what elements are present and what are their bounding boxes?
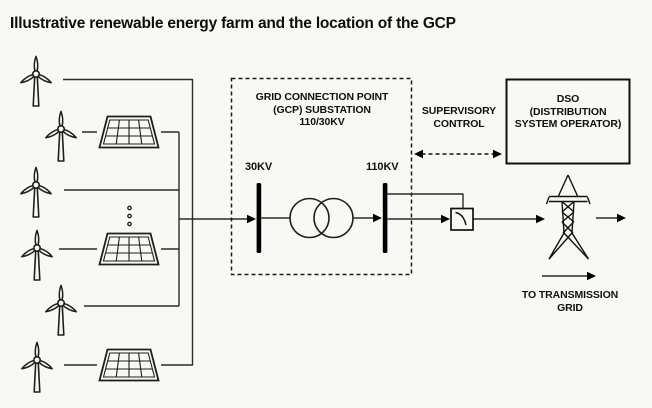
to-grid-label-line: GRID <box>557 301 583 314</box>
wind-turbine-icon <box>19 55 53 107</box>
supervisory-control-label: SUPERVISORY CONTROL <box>412 105 506 130</box>
to-transmission-grid-label: TO TRANSMISSION GRID <box>515 289 625 314</box>
supervisory-label-line: SUPERVISORY <box>421 105 497 117</box>
flow-arrow-icon <box>247 149 626 281</box>
wind-turbine-icon <box>19 166 53 218</box>
gcp-label-line: 110/30KV <box>299 116 345 128</box>
solar-panel-icon <box>98 232 160 266</box>
wind-turbine-icon <box>44 284 78 336</box>
dso-label-line: (DISTRIBUTION <box>529 105 607 118</box>
to-grid-label-line: TO TRANSMISSION <box>521 289 619 301</box>
busbar-30kv <box>256 183 262 253</box>
busbar-110kv <box>382 183 388 253</box>
solar-panel-icon <box>98 115 160 149</box>
gcp-substation-box <box>230 77 413 276</box>
dso-box <box>505 78 631 165</box>
wind-turbine-icon <box>20 341 54 393</box>
gcp-substation-label: GRID CONNECTION POINT (GCP) SUBSTATION 1… <box>232 91 412 129</box>
wind-turbine-icon <box>44 110 78 162</box>
supervisory-label-line: CONTROL <box>433 117 485 130</box>
dso-label-line: DSO <box>556 93 580 105</box>
breaker-icon <box>450 207 474 231</box>
transmission-tower-icon <box>545 174 591 260</box>
transformer-icon <box>289 197 354 239</box>
gcp-label-line: GRID CONNECTION POINT <box>255 91 389 103</box>
busbar-110kv-label: 110KV <box>366 161 399 173</box>
dso-label-line: SYSTEM OPERATOR) <box>514 118 622 130</box>
gcp-label-line: (GCP) SUBSTATION <box>273 103 371 116</box>
busbar-30kv-label: 30KV <box>245 161 273 173</box>
page-title: Illustrative renewable energy farm and t… <box>10 15 456 33</box>
export-lines <box>387 193 618 277</box>
collector-lines <box>59 78 248 366</box>
dso-label: DSO (DISTRIBUTION SYSTEM OPERATOR) <box>507 93 629 131</box>
ellipsis-dots-icon <box>127 205 132 227</box>
solar-panel-icon <box>98 348 160 382</box>
wind-turbine-icon <box>20 229 54 281</box>
